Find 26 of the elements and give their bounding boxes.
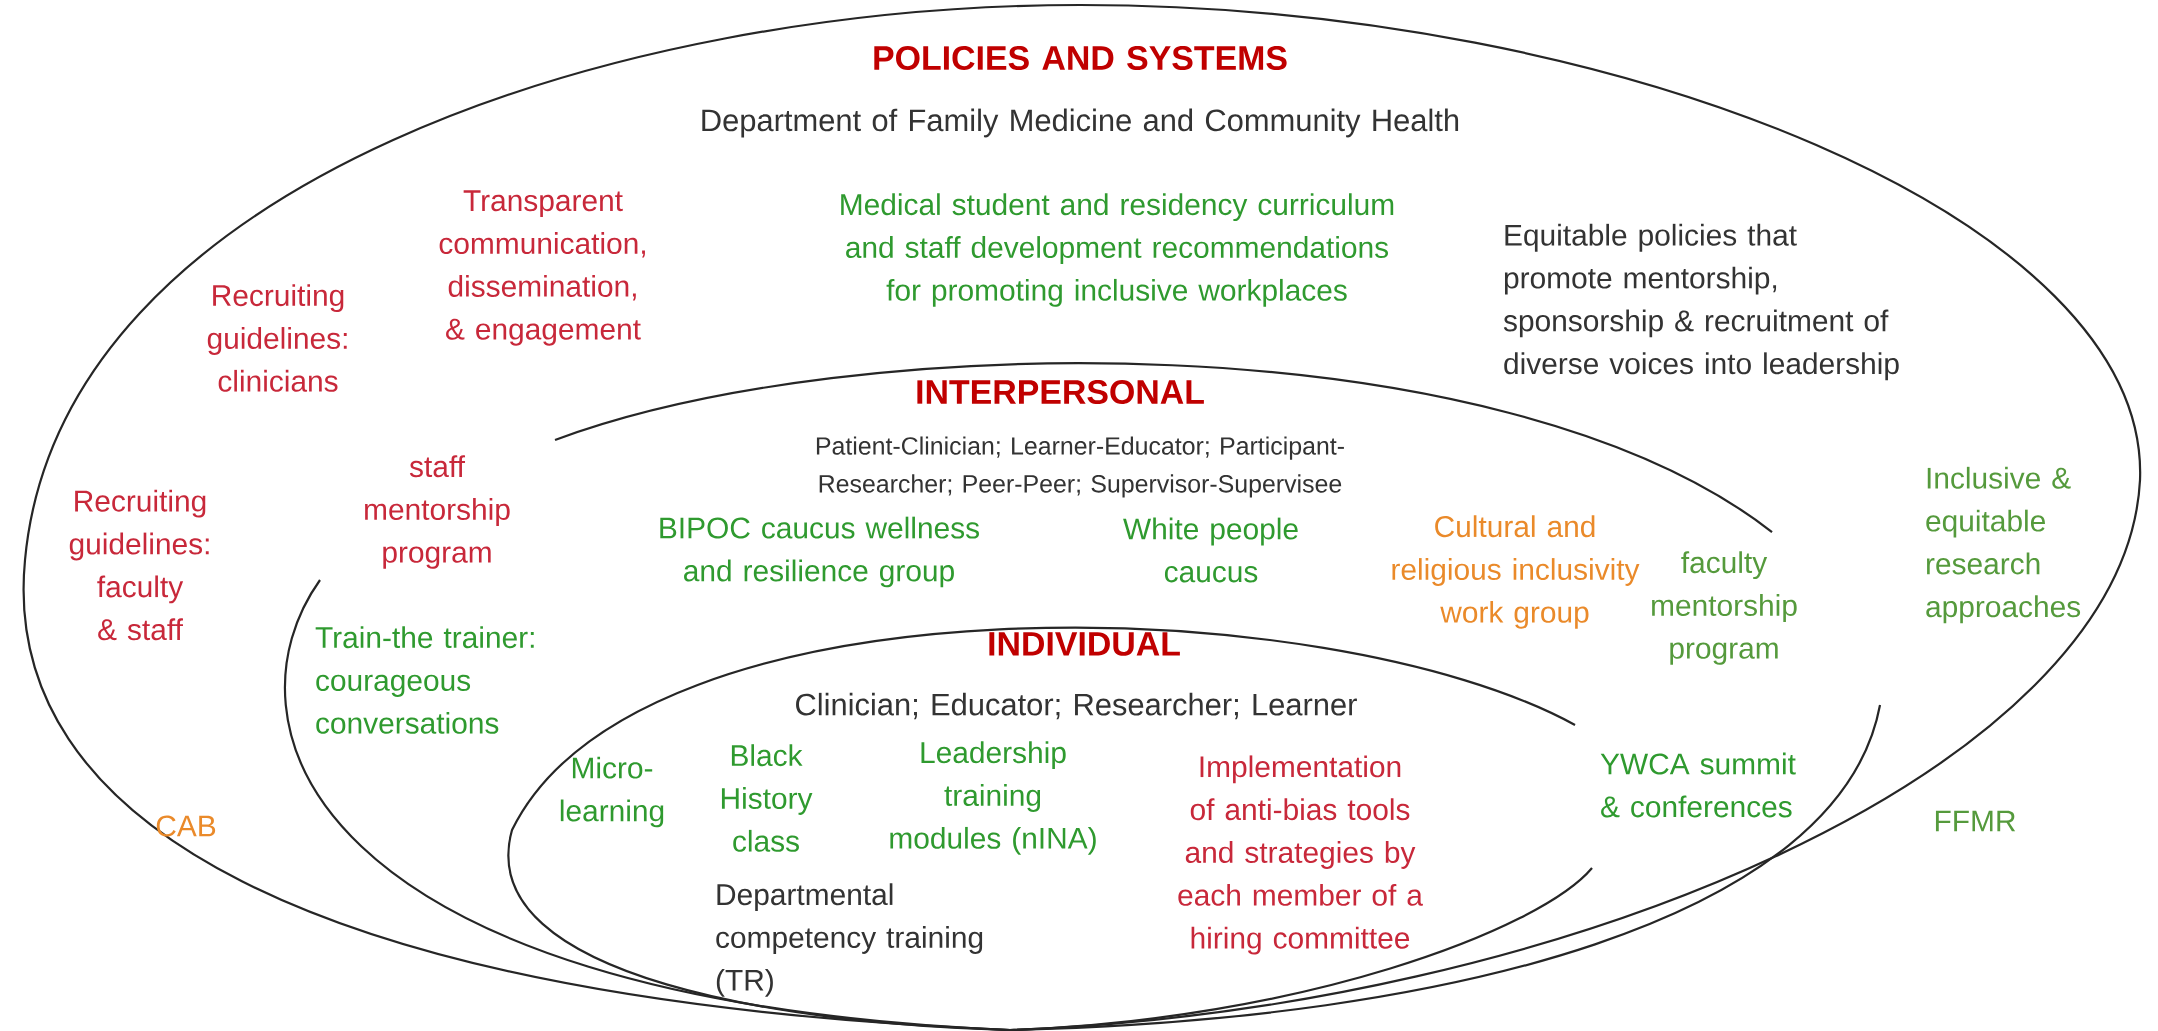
initiative-text: Recruiting guidelines: clinicians [207,284,347,392]
level-heading: INTERPERSONAL [917,380,1204,404]
initiative-text: Transparent communication, dissemination, & engagement [439,190,645,346]
level-subtitle: Clinician; Educator; Researcher; Learner [796,692,1357,720]
level-subtitle: Patient-Clinician; Learner-Educator; Participant-Researcher; Peer-Peer; Supervisor-Supervisee [816,436,1344,498]
initiative-text: Micro-learning [560,756,664,828]
initiative-text: YWCA summit & conferences [1600,752,1796,818]
initiative-text: Black History class [721,744,813,852]
level-heading: INDIVIDUAL [989,632,1180,656]
level-subtitle: Department of Family Medicine and Community Health [702,108,1459,138]
initiative-text: Cultural and religious inclusivity work group [1392,515,1640,629]
initiative-text: Recruiting guidelines: faculty & staff [69,489,209,641]
level-heading: POLICIES AND SYSTEMS [874,46,1287,70]
initiative-text: Implementation of anti-bias tools and strategies by each member of a hiring committee [1178,755,1423,955]
initiative-text: staff mentorship program [365,455,510,569]
initiative-text: Train-the trainer: courageous conversations [315,626,534,734]
initiative-text: faculty mentorship program [1652,551,1797,665]
initiative-text: White people caucus [1123,517,1298,583]
initiative-text: Inclusive & equitable research approaches [1926,466,2081,624]
initiative-text: FFMR [1935,810,2016,832]
initiative-text: Medical student and residency curriculum and staff development recommendations for promoting inclusive workplaces [841,193,1394,307]
initiative-text: Departmental competency training (TR) [716,883,983,997]
initiative-text: Leadership training modules (nINA) [890,741,1096,855]
initiative-text: BIPOC caucus wellness and resilience group [660,516,979,588]
initiative-text: CAB [156,815,216,837]
initiative-text: Equitable policies that promote mentorship, sponsorship & recruitment of diverse voices into leadership [1503,223,1899,381]
